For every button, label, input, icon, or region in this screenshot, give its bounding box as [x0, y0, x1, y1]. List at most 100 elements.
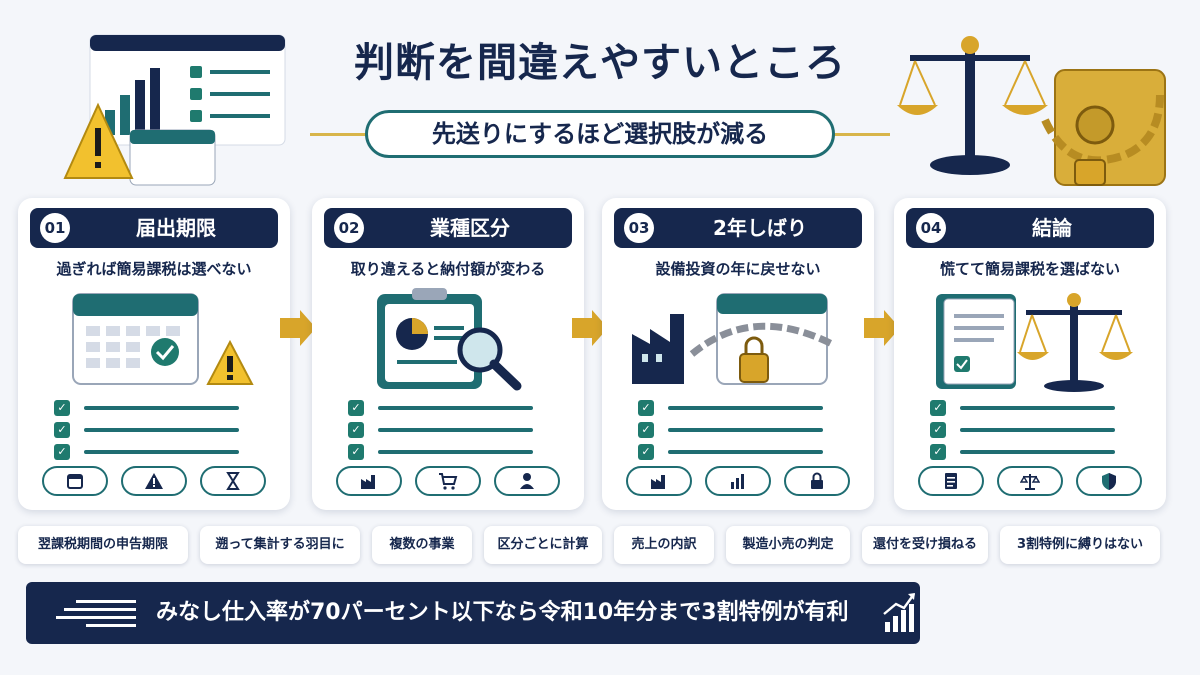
- card-header: 03 2年しばり: [614, 208, 862, 248]
- check-line: [960, 428, 1115, 432]
- chip-calc-by-division: 区分ごとに計算: [484, 526, 602, 564]
- check-line: [84, 450, 239, 454]
- card-number: 01: [40, 213, 70, 243]
- hourglass-icon: [200, 466, 266, 496]
- person-icon: [494, 466, 560, 496]
- shield-icon: [1076, 466, 1142, 496]
- bar-chart-icon: [705, 466, 771, 496]
- card-subtitle: 設備投資の年に戻せない: [655, 260, 821, 278]
- document-scale-illustration: [914, 284, 1146, 394]
- arrow-right-icon: [570, 308, 610, 352]
- card-business-type: 02 業種区分 取り違えると納付額が変わる ✓ ✓ ✓: [312, 198, 584, 510]
- check-row: ✓: [930, 398, 1140, 420]
- card-title: 結論: [1032, 216, 1072, 240]
- check-icon: ✓: [930, 422, 946, 438]
- check-icon: ✓: [930, 400, 946, 416]
- growth-chart-icon: [882, 592, 916, 638]
- check-icon: ✓: [54, 422, 70, 438]
- check-row: ✓: [348, 398, 558, 420]
- check-icon: ✓: [54, 400, 70, 416]
- check-line: [378, 406, 533, 410]
- card-number: 02: [334, 213, 364, 243]
- card-header: 01 届出期限: [30, 208, 278, 248]
- card-conclusion: 04 結論 慌てて簡易課税を選ばない ✓ ✓ ✓: [894, 198, 1166, 510]
- check-line: [668, 406, 823, 410]
- check-line: [668, 428, 823, 432]
- header-illustration-right: [895, 25, 1175, 195]
- card-title: 業種区分: [430, 216, 510, 240]
- check-icon: ✓: [348, 422, 364, 438]
- check-line: [378, 450, 533, 454]
- check-row: ✓: [638, 442, 848, 464]
- cart-icon: [415, 466, 481, 496]
- header-illustration-left: [60, 30, 290, 190]
- card-header: 02 業種区分: [324, 208, 572, 248]
- checklist: ✓ ✓ ✓: [54, 398, 264, 464]
- card-title: 2年しばり: [713, 216, 807, 240]
- icon-pills: [616, 466, 860, 498]
- check-line: [960, 406, 1115, 410]
- checklist: ✓ ✓ ✓: [930, 398, 1140, 464]
- subtitle-banner: 先送りにするほど選択肢が減る: [310, 104, 890, 164]
- arrow-right-icon: [278, 308, 318, 352]
- check-line: [84, 406, 239, 410]
- icon-pills: [32, 466, 276, 498]
- chip-retroactive-tally: 遡って集計する羽目に: [200, 526, 360, 564]
- check-icon: ✓: [638, 444, 654, 460]
- card-number: 03: [624, 213, 654, 243]
- card-number: 04: [916, 213, 946, 243]
- card-title: 届出期限: [136, 216, 216, 240]
- checklist: ✓ ✓ ✓: [638, 398, 848, 464]
- chip-30pct-special: 3割特例に縛りはない: [1000, 526, 1160, 564]
- check-row: ✓: [638, 398, 848, 420]
- arrow-right-icon: [862, 308, 902, 352]
- card-deadline: 01 届出期限 過ぎれば簡易課税は選べない ✓ ✓ ✓: [18, 198, 290, 510]
- check-row: ✓: [54, 442, 264, 464]
- check-row: ✓: [930, 442, 1140, 464]
- check-row: ✓: [54, 398, 264, 420]
- check-icon: ✓: [930, 444, 946, 460]
- check-icon: ✓: [54, 444, 70, 460]
- card-subtitle: 慌てて簡易課税を選ばない: [939, 260, 1120, 278]
- subtitle: 先送りにするほど選択肢が減る: [365, 110, 835, 158]
- subtitle-rule-left: [310, 133, 370, 136]
- card-subtitle: 過ぎれば簡易課税は選べない: [56, 260, 252, 278]
- document-icon: [918, 466, 984, 496]
- check-line: [84, 428, 239, 432]
- page-title: 判断を間違えやすいところ: [354, 40, 846, 86]
- conclusion-banner: みなし仕入率が70パーセント以下なら令和10年分まで3割特例が有利: [26, 582, 920, 644]
- check-icon: ✓: [348, 400, 364, 416]
- factory-chain-calendar-illustration: [622, 284, 854, 394]
- check-line: [668, 450, 823, 454]
- check-row: ✓: [348, 420, 558, 442]
- warning-icon: [121, 466, 187, 496]
- check-icon: ✓: [638, 400, 654, 416]
- check-row: ✓: [54, 420, 264, 442]
- icon-pills: [326, 466, 570, 498]
- check-icon: ✓: [638, 422, 654, 438]
- factory-icon: [626, 466, 692, 496]
- factory-icon: [336, 466, 402, 496]
- check-line: [378, 428, 533, 432]
- subtitle-rule-right: [830, 133, 890, 136]
- chip-sales-breakdown: 売上の内訳: [614, 526, 714, 564]
- check-row: ✓: [930, 420, 1140, 442]
- chip-manufacturing-retail: 製造小売の判定: [726, 526, 850, 564]
- banner-text: みなし仕入率が70パーセント以下なら令和10年分まで3割特例が有利: [156, 600, 849, 625]
- icon-pills: [908, 466, 1152, 498]
- scale-icon: [997, 466, 1063, 496]
- chip-multiple-businesses: 複数の事業: [372, 526, 472, 564]
- lock-icon: [784, 466, 850, 496]
- check-icon: ✓: [348, 444, 364, 460]
- card-two-year-lock: 03 2年しばり 設備投資の年に戻せない ✓ ✓ ✓: [602, 198, 874, 510]
- check-row: ✓: [348, 442, 558, 464]
- check-line: [960, 450, 1115, 454]
- calendar-icon: [42, 466, 108, 496]
- card-header: 04 結論: [906, 208, 1154, 248]
- chip-missed-refund: 還付を受け損ねる: [862, 526, 988, 564]
- checklist: ✓ ✓ ✓: [348, 398, 558, 464]
- clipboard-magnifier-illustration: [332, 284, 564, 394]
- check-row: ✓: [638, 420, 848, 442]
- chip-filing-deadline: 翌課税期間の申告期限: [18, 526, 188, 564]
- speed-lines-icon: [56, 598, 146, 632]
